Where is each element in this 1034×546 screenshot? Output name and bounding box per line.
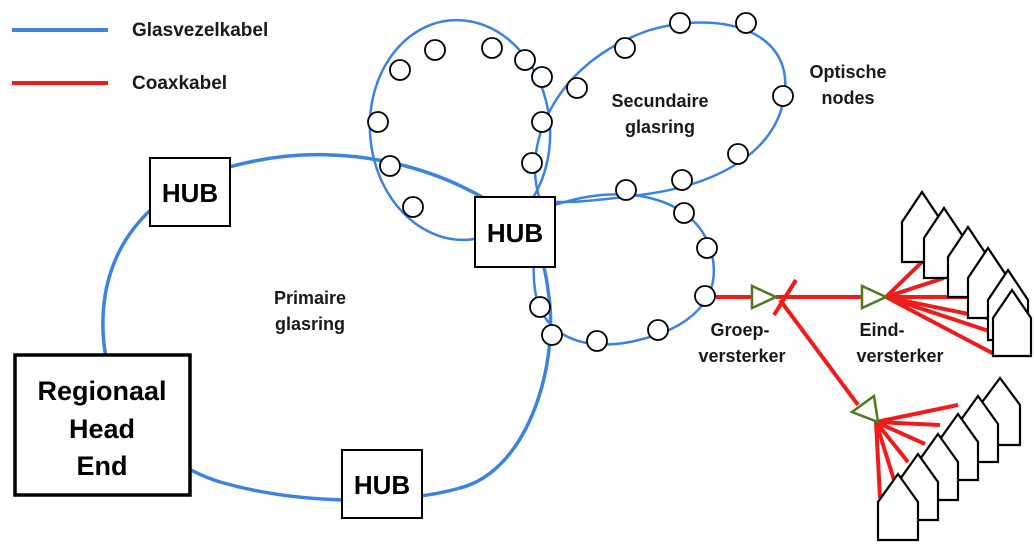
optical-node bbox=[694, 285, 716, 307]
amplifiers bbox=[750, 284, 890, 424]
optical-nodes-lower-ring bbox=[529, 202, 718, 352]
end-amplifier-bottom bbox=[849, 393, 880, 424]
optical-node bbox=[481, 37, 503, 59]
optical-node bbox=[615, 179, 637, 201]
hub-top-label: HUB bbox=[162, 178, 218, 208]
hub-center: HUB bbox=[474, 196, 556, 268]
secondary-ring-right bbox=[533, 21, 787, 204]
optical-node bbox=[529, 296, 551, 318]
head-end-line2: Head bbox=[69, 414, 135, 444]
optical-node bbox=[402, 196, 424, 218]
house-icon bbox=[991, 288, 1033, 358]
hub-center-label: HUB bbox=[487, 218, 543, 248]
legend-fiber-label: Glasvezelkabel bbox=[132, 20, 268, 41]
secondary-ring-label-line1: Secundaire bbox=[611, 91, 708, 111]
optical-node bbox=[566, 77, 588, 99]
optical-nodes-label-line2: nodes bbox=[821, 88, 874, 108]
optical-node bbox=[541, 324, 563, 346]
optical-node bbox=[772, 85, 794, 107]
head-end-line3: End bbox=[77, 451, 128, 481]
optical-node bbox=[389, 59, 411, 81]
optical-node bbox=[671, 169, 693, 191]
optical-node bbox=[531, 111, 553, 133]
houses-top-group bbox=[900, 190, 1033, 358]
optical-node bbox=[379, 155, 401, 177]
optical-node bbox=[669, 12, 691, 34]
hub-top: HUB bbox=[149, 157, 231, 227]
optical-node bbox=[424, 39, 446, 61]
primary-ring-label-line1: Primaire bbox=[274, 288, 346, 308]
optical-nodes-right-ring bbox=[566, 12, 794, 201]
optical-node bbox=[647, 319, 669, 341]
head-end-line1: Regionaal bbox=[37, 376, 166, 406]
coax-network bbox=[716, 260, 1005, 499]
primary-ring-label-line2: glasring bbox=[275, 314, 345, 334]
hub-bottom-label: HUB bbox=[354, 470, 410, 500]
group-amp-label-line2: versterker bbox=[698, 346, 785, 366]
houses-bottom-group bbox=[876, 376, 1022, 542]
optical-node bbox=[614, 37, 636, 59]
regional-head-end: Regionaal Head End bbox=[13, 353, 192, 497]
group-amp-label-line1: Groep- bbox=[710, 320, 769, 340]
optical-node bbox=[586, 330, 608, 352]
hub-bottom: HUB bbox=[341, 449, 423, 519]
primary-ring bbox=[101, 152, 553, 502]
end-amplifier-top bbox=[860, 284, 890, 310]
house-icon bbox=[876, 472, 920, 542]
optical-node bbox=[696, 237, 718, 259]
group-amplifier bbox=[750, 284, 780, 310]
optical-node bbox=[521, 152, 543, 174]
secondary-ring-label-line2: glasring bbox=[625, 117, 695, 137]
optical-node bbox=[735, 12, 757, 34]
optical-nodes-label-line1: Optische bbox=[809, 62, 886, 82]
end-amp-label-line1: Eind- bbox=[860, 320, 905, 340]
optical-nodes-left-ring bbox=[367, 37, 553, 218]
optical-node bbox=[673, 202, 695, 224]
optical-node bbox=[727, 143, 749, 165]
optical-node bbox=[367, 111, 389, 133]
optical-node bbox=[531, 66, 553, 88]
legend: Glasvezelkabel Coaxkabel bbox=[12, 20, 268, 94]
optical-node bbox=[514, 49, 536, 71]
legend-coax-label: Coaxkabel bbox=[132, 73, 227, 94]
end-amp-label-line2: versterker bbox=[856, 346, 943, 366]
